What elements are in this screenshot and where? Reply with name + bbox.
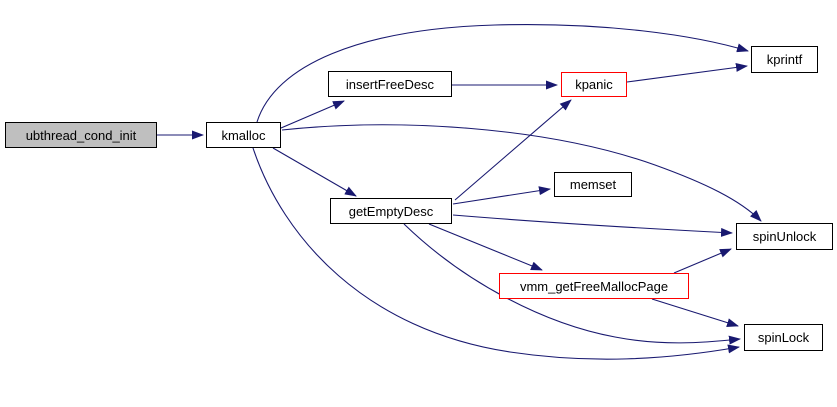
edge-kmalloc-to-kprintf bbox=[256, 24, 749, 123]
node-memset[interactable]: memset bbox=[554, 172, 632, 197]
edge-kmalloc-to-getEmptyDesc bbox=[272, 147, 357, 197]
edge-vmm_getFreeMallocPage-to-spinUnlock bbox=[673, 248, 732, 274]
node-ubthread_cond_init: ubthread_cond_init bbox=[5, 122, 157, 148]
edge-vmm_getFreeMallocPage-to-spinLock bbox=[651, 298, 739, 327]
edge-getEmptyDesc-to-spinUnlock bbox=[452, 214, 733, 237]
node-vmm_getFreeMallocPage[interactable]: vmm_getFreeMallocPage bbox=[499, 273, 689, 299]
node-getEmptyDesc[interactable]: getEmptyDesc bbox=[330, 198, 452, 224]
edge-getEmptyDesc-to-vmm_getFreeMallocPage bbox=[428, 223, 543, 271]
edge-kpanic-to-kprintf bbox=[626, 62, 748, 83]
node-insertFreeDesc[interactable]: insertFreeDesc bbox=[328, 71, 452, 97]
edge-getEmptyDesc-to-kpanic bbox=[454, 99, 572, 201]
node-kpanic[interactable]: kpanic bbox=[561, 72, 627, 97]
node-spinUnlock[interactable]: spinUnlock bbox=[736, 223, 833, 250]
edge-kmalloc-to-spinUnlock bbox=[281, 124, 762, 222]
node-kmalloc[interactable]: kmalloc bbox=[206, 122, 281, 148]
node-spinLock[interactable]: spinLock bbox=[744, 324, 823, 351]
node-kprintf[interactable]: kprintf bbox=[751, 46, 818, 73]
edge-kmalloc-to-insertFreeDesc bbox=[280, 100, 345, 129]
edge-getEmptyDesc-to-memset bbox=[452, 186, 551, 205]
edge-kmalloc-to-spinLock bbox=[252, 147, 740, 360]
edge-getEmptyDesc-to-spinLock bbox=[403, 223, 741, 345]
